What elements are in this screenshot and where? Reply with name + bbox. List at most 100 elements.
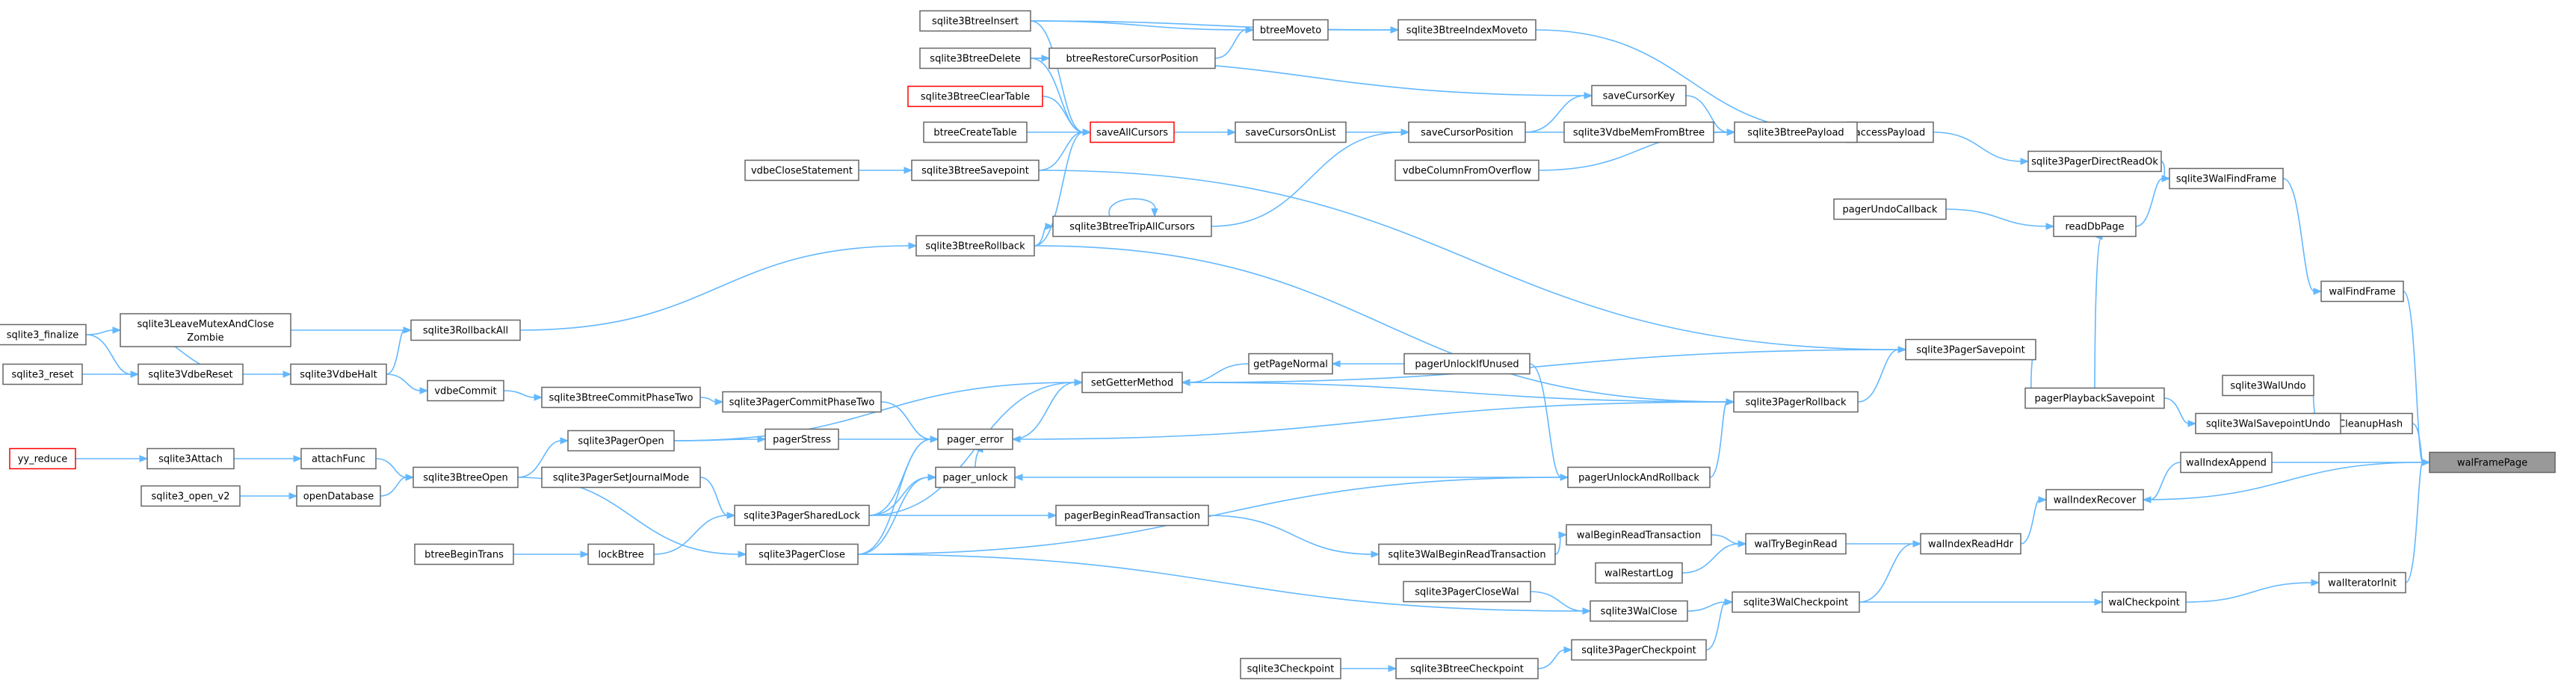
edge-sqlite3_reset-to-sqlite3VdbeReset: [81, 371, 140, 378]
node-pagerUndoCallback[interactable]: pagerUndoCallback: [1833, 198, 1947, 220]
node-attachFunc[interactable]: attachFunc: [300, 447, 377, 470]
edge-yy_reduce-to-sqlite3Attach: [75, 455, 149, 462]
node-pager_error[interactable]: pager_error: [937, 428, 1013, 450]
node-walTryBeginRead[interactable]: walTryBeginRead: [1745, 533, 1847, 555]
node-pager_unlock[interactable]: pager_unlock: [935, 466, 1016, 489]
node-sqlite3RollbackAll[interactable]: sqlite3RollbackAll: [410, 319, 521, 341]
node-getPageNormal[interactable]: getPageNormal: [1248, 353, 1333, 375]
node-label: sqlite3BtreeIndexMoveto: [1406, 25, 1528, 37]
node-label: pagerUnlockIfUnused: [1415, 359, 1519, 371]
edge-sqlite3BtreeInsert-to-sqlite3BtreeIndexMoveto: [1030, 20, 1400, 34]
node-label: walBeginReadTransaction: [1577, 530, 1701, 542]
node-sqlite3PagerClose[interactable]: sqlite3PagerClose: [745, 543, 859, 565]
node-walFramePage[interactable]: walFramePage: [2429, 451, 2556, 474]
node-sqlite3_reset[interactable]: sqlite3_reset: [2, 363, 83, 385]
node-saveCursorPosition[interactable]: saveCursorPosition: [1408, 121, 1526, 143]
edge-pagerBeginReadTransaction-to-sqlite3WalBeginReadTransaction: [1208, 515, 1380, 558]
node-sqlite3VdbeReset[interactable]: sqlite3VdbeReset: [138, 363, 244, 385]
node-sqlite3BtreeClearTable[interactable]: sqlite3BtreeClearTable: [907, 85, 1043, 108]
node-sqlite3WalCheckpoint[interactable]: sqlite3WalCheckpoint: [1732, 591, 1860, 613]
edge-walFindFrame-to-walFramePage: [2403, 291, 2431, 466]
node-label: pagerBeginReadTransaction: [1064, 511, 1200, 522]
node-sqlite3PagerSavepoint[interactable]: sqlite3PagerSavepoint: [1905, 338, 2036, 361]
node-sqlite3PagerSharedLock[interactable]: sqlite3PagerSharedLock: [734, 504, 870, 527]
node-walIteratorInit[interactable]: walIteratorInit: [2318, 571, 2406, 594]
node-pagerStress[interactable]: pagerStress: [765, 428, 839, 450]
node-sqlite3WalClose[interactable]: sqlite3WalClose: [1590, 600, 1688, 622]
node-accessPayload[interactable]: accessPayload: [1846, 121, 1934, 143]
node-sqlite3WalBeginReadTransaction[interactable]: sqlite3WalBeginReadTransaction: [1378, 543, 1556, 565]
node-saveCursorsOnList[interactable]: saveCursorsOnList: [1235, 121, 1347, 143]
node-btreeMoveto[interactable]: btreeMoveto: [1253, 19, 1329, 41]
node-walIndexReadHdr[interactable]: walIndexReadHdr: [1920, 533, 2021, 555]
node-sqlite3BtreeIndexMoveto[interactable]: sqlite3BtreeIndexMoveto: [1397, 19, 1536, 41]
node-sqlite3Checkpoint[interactable]: sqlite3Checkpoint: [1240, 657, 1341, 680]
node-sqlite3_open_v2[interactable]: sqlite3_open_v2: [140, 485, 241, 507]
node-sqlite3BtreePayload[interactable]: sqlite3BtreePayload: [1734, 121, 1858, 143]
node-sqlite3WalSavepointUndo[interactable]: sqlite3WalSavepointUndo: [2195, 412, 2341, 435]
node-yy_reduce[interactable]: yy_reduce: [9, 447, 76, 470]
node-vdbeColumnFromOverflow[interactable]: vdbeColumnFromOverflow: [1394, 159, 1539, 182]
node-sqlite3BtreeTripAllCursors[interactable]: sqlite3BtreeTripAllCursors: [1052, 215, 1212, 238]
node-openDatabase[interactable]: openDatabase: [296, 485, 381, 507]
node-sqlite3PagerCheckpoint[interactable]: sqlite3PagerCheckpoint: [1571, 639, 1707, 661]
edge-sqlite3BtreeOpen-to-sqlite3PagerOpen: [517, 437, 569, 478]
node-btreeBeginTrans[interactable]: btreeBeginTrans: [414, 543, 514, 565]
node-sqlite3BtreeOpen[interactable]: sqlite3BtreeOpen: [413, 466, 519, 489]
node-sqlite3PagerCommitPhaseTwo[interactable]: sqlite3PagerCommitPhaseTwo: [722, 391, 882, 413]
node-btreeCreateTable[interactable]: btreeCreateTable: [923, 121, 1028, 143]
node-sqlite3PagerDirectReadOk[interactable]: sqlite3PagerDirectReadOk: [2027, 150, 2162, 173]
edge-sqlite3Attach-to-attachFunc: [233, 455, 303, 462]
edge-pagerPlaybackSavepoint-to-sqlite3WalSavepointUndo: [2163, 397, 2197, 427]
edge-sqlite3VdbeReset-to-sqlite3VdbeHalt: [242, 371, 292, 378]
node-readDbPage[interactable]: readDbPage: [2053, 215, 2137, 238]
node-sqlite3BtreeCheckpoint[interactable]: sqlite3BtreeCheckpoint: [1395, 657, 1539, 680]
node-btreeRestoreCursorPosition[interactable]: btreeRestoreCursorPosition: [1048, 47, 1216, 69]
node-label: walFindFrame: [2329, 287, 2395, 298]
node-sqlite3_finalize[interactable]: sqlite3_finalize: [0, 323, 87, 346]
edge-sqlite3Checkpoint-to-sqlite3BtreeCheckpoint: [1341, 665, 1397, 672]
node-vdbeCloseStatement[interactable]: vdbeCloseStatement: [744, 159, 859, 182]
node-walIndexAppend[interactable]: walIndexAppend: [2180, 451, 2273, 474]
node-label: walFramePage: [2457, 458, 2527, 469]
node-saveCursorKey[interactable]: saveCursorKey: [1591, 84, 1687, 107]
node-sqlite3BtreeRollback[interactable]: sqlite3BtreeRollback: [915, 235, 1035, 257]
node-sqlite3WalFindFrame[interactable]: sqlite3WalFindFrame: [2169, 167, 2284, 190]
node-walCheckpoint[interactable]: walCheckpoint: [2101, 591, 2187, 613]
node-sqlite3PagerRollback[interactable]: sqlite3PagerRollback: [1733, 391, 1859, 413]
node-sqlite3VdbeHalt[interactable]: sqlite3VdbeHalt: [290, 363, 387, 385]
edge-vdbeCommit-to-sqlite3BtreeCommitPhaseTwo: [503, 390, 543, 401]
node-sqlite3PagerOpen[interactable]: sqlite3PagerOpen: [567, 430, 675, 452]
node-pagerUnlockAndRollback[interactable]: pagerUnlockAndRollback: [1567, 466, 1711, 489]
edge-sqlite3PagerRollback-to-sqlite3PagerSavepoint: [1857, 346, 1907, 403]
node-label: sqlite3BtreeSavepoint: [921, 166, 1029, 177]
node-label: sqlite3VdbeReset: [148, 370, 232, 381]
node-label: sqlite3_reset: [11, 370, 73, 381]
node-sqlite3BtreeDelete[interactable]: sqlite3BtreeDelete: [919, 47, 1031, 69]
node-sqlite3BtreeSavepoint[interactable]: sqlite3BtreeSavepoint: [911, 159, 1040, 182]
edge-sqlite3LeaveMutexAndCloseZombie-to-sqlite3RollbackAll: [291, 326, 413, 334]
node-walRestartLog[interactable]: walRestartLog: [1595, 562, 1683, 584]
node-sqlite3BtreeInsert[interactable]: sqlite3BtreeInsert: [919, 10, 1031, 32]
node-sqlite3WalUndo[interactable]: sqlite3WalUndo: [2222, 374, 2314, 397]
node-sqlite3PagerSetJournalMode[interactable]: sqlite3PagerSetJournalMode: [541, 466, 701, 489]
node-lockBtree[interactable]: lockBtree: [587, 543, 655, 565]
edge-sqlite3PagerSetJournalMode-to-sqlite3PagerSharedLock: [699, 477, 736, 519]
node-label: accessPayload: [1855, 128, 1926, 139]
edge-pagerUnlockAndRollback-to-pager_unlock: [1013, 474, 1568, 481]
node-walBeginReadTransaction[interactable]: walBeginReadTransaction: [1566, 524, 1712, 546]
node-walFindFrame[interactable]: walFindFrame: [2320, 280, 2404, 303]
node-sqlite3BtreeCommitPhaseTwo[interactable]: sqlite3BtreeCommitPhaseTwo: [541, 386, 701, 409]
node-label: btreeMoveto: [1260, 25, 1321, 37]
node-sqlite3Attach[interactable]: sqlite3Attach: [146, 447, 235, 470]
node-pagerBeginReadTransaction[interactable]: pagerBeginReadTransaction: [1055, 504, 1209, 527]
node-walIndexRecover[interactable]: walIndexRecover: [2045, 489, 2144, 511]
node-vdbeCommit[interactable]: vdbeCommit: [427, 379, 504, 402]
node-sqlite3PagerCloseWal[interactable]: sqlite3PagerCloseWal: [1403, 580, 1531, 603]
node-pagerPlaybackSavepoint[interactable]: pagerPlaybackSavepoint: [2024, 387, 2165, 409]
node-sqlite3VdbeMemFromBtree[interactable]: sqlite3VdbeMemFromBtree: [1563, 121, 1714, 143]
node-saveAllCursors[interactable]: saveAllCursors: [1090, 121, 1175, 143]
node-pagerUnlockIfUnused[interactable]: pagerUnlockIfUnused: [1403, 353, 1531, 375]
node-setGetterMethod[interactable]: setGetterMethod: [1081, 371, 1183, 394]
